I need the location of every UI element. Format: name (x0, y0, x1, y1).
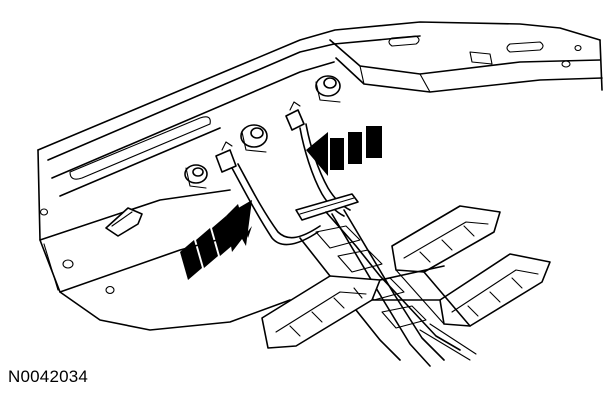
cable-assembly (215, 101, 359, 246)
floor-panel (37, 21, 603, 331)
seat-frame (261, 205, 551, 349)
mounting-studs (184, 75, 341, 189)
callout-arrow-left-icon (180, 200, 252, 280)
figure-id-label: N0042034 (8, 367, 89, 386)
callout-arrow-right-icon (306, 126, 382, 176)
